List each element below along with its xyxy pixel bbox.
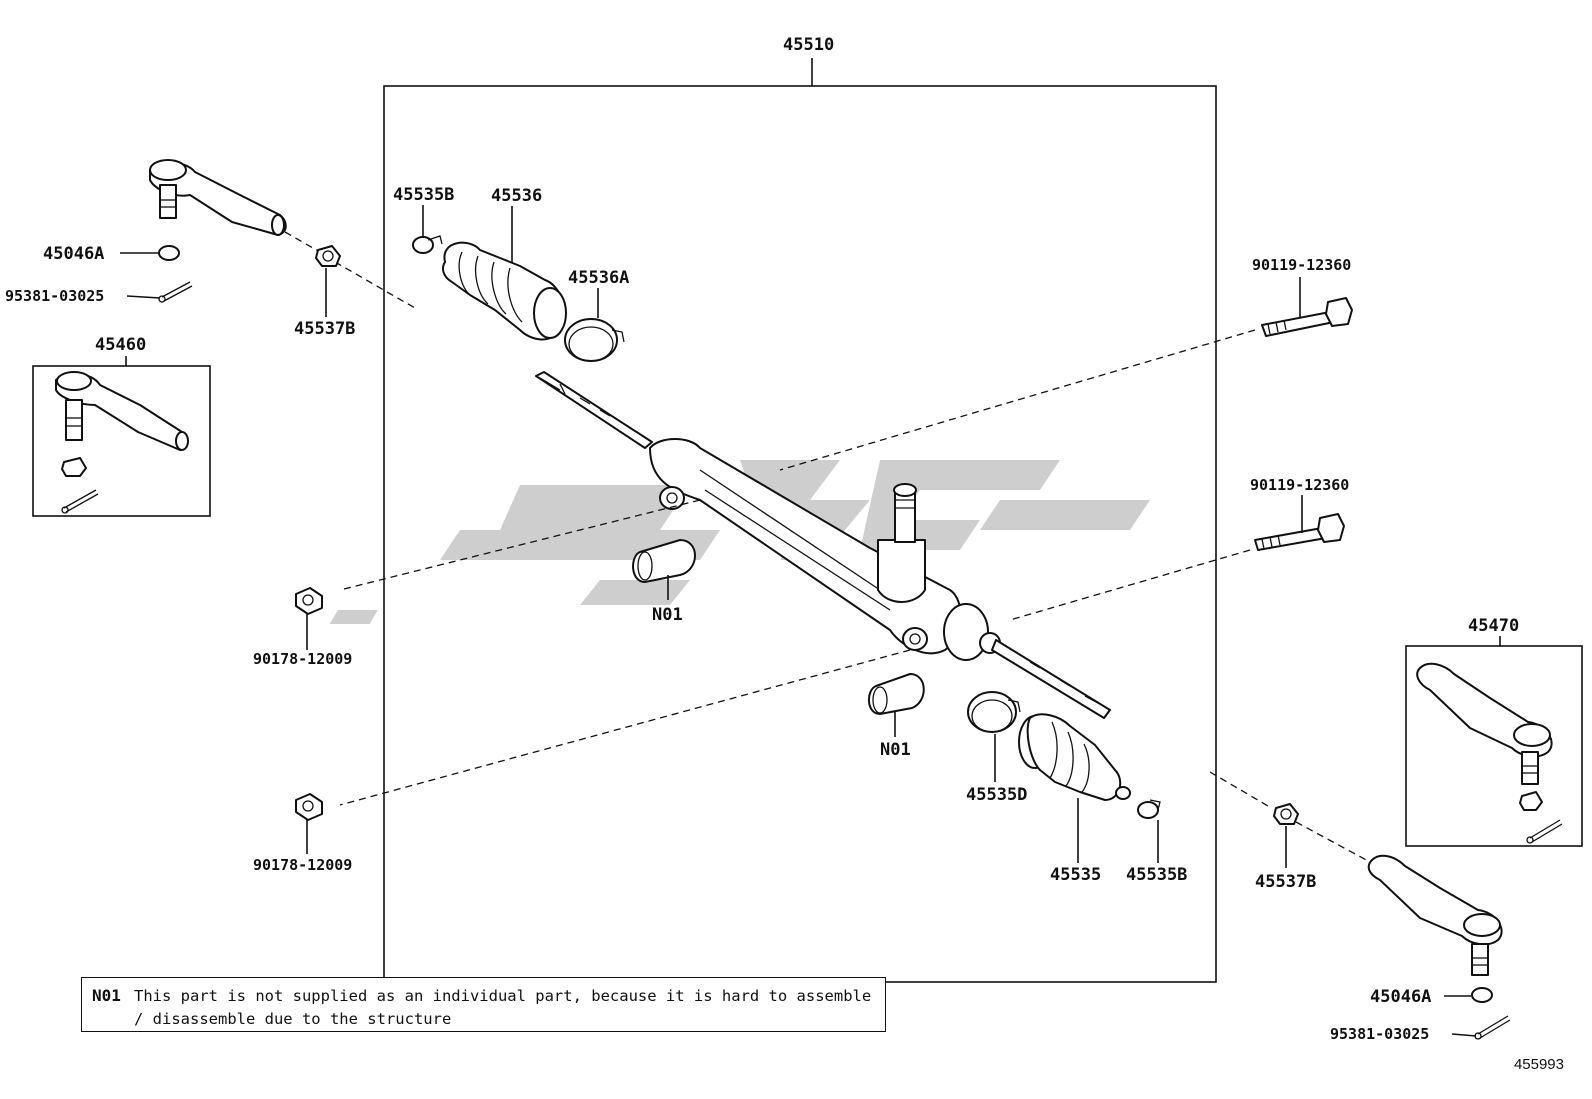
nut-lower-part [295, 793, 323, 821]
boot-band-right-part [967, 691, 1021, 733]
bolt-upper-part [1261, 297, 1353, 337]
label-bushing-upper: N01 [652, 605, 683, 625]
tie-rod-end-right-part [1367, 854, 1503, 976]
label-assembly: 45510 [783, 35, 834, 55]
nut-cap-left-part [315, 245, 341, 267]
label-bolt-upper: 90119-12360 [1252, 256, 1351, 274]
label-nut-left: 45046A [43, 244, 104, 264]
label-boot-clamp-right: 45535B [1126, 865, 1187, 885]
boot-band-left-part [564, 318, 625, 362]
figure-number: 455993 [1513, 1056, 1564, 1073]
label-nut-cap-left: 45537B [294, 319, 355, 339]
label-nut-cap-right: 45537B [1255, 872, 1316, 892]
note-text: This part is not supplied as an individu… [134, 987, 872, 1028]
boot-right-part [1018, 713, 1131, 801]
label-cotter-pin-left: 95381-03025 [5, 287, 104, 305]
nut-upper-part [295, 587, 323, 615]
label-bushing-lower: N01 [880, 740, 911, 760]
cotter-pin-right-part [1474, 1015, 1511, 1040]
nut-cap-right-part [1273, 803, 1299, 825]
label-boot-band-left: 45536A [568, 268, 629, 288]
boot-left-part [442, 241, 567, 341]
nut-right-part [1471, 987, 1493, 1003]
tie-rod-end-right-inset-part [1416, 662, 1563, 844]
label-boot-clamp-left: 45535B [393, 185, 454, 205]
label-nut-lower: 90178-12009 [253, 856, 352, 874]
boot-clamp-left-part [412, 235, 443, 254]
boot-clamp-right-part [1137, 799, 1161, 819]
label-nut-right: 45046A [1370, 987, 1431, 1007]
label-bolt-lower: 90119-12360 [1250, 476, 1349, 494]
bushing-upper-part [632, 539, 696, 583]
tie-rod-end-left-inset-part [55, 371, 189, 514]
label-nut-upper: 90178-12009 [253, 650, 352, 668]
note-box: N01 This part is not supplied as an indi… [81, 977, 886, 1032]
label-tie-rod-end-left: 45460 [95, 335, 146, 355]
label-cotter-pin-right: 95381-03025 [1330, 1025, 1429, 1043]
bolt-lower-part [1254, 513, 1345, 551]
rack-body-part [535, 371, 1111, 719]
label-boot-right: 45535 [1050, 865, 1101, 885]
label-boot-band-right: 45535D [966, 785, 1027, 805]
tie-rod-end-left-inset [32, 365, 211, 517]
label-boot-left: 45536 [491, 186, 542, 206]
nut-left-part [158, 245, 180, 261]
note-code: N01 [92, 986, 121, 1005]
tie-rod-end-left-part [149, 159, 287, 236]
label-tie-rod-end-right: 45470 [1468, 616, 1519, 636]
cotter-pin-left-part [158, 281, 193, 303]
bushing-lower-part [868, 673, 925, 715]
tie-rod-end-right-inset [1405, 645, 1583, 847]
